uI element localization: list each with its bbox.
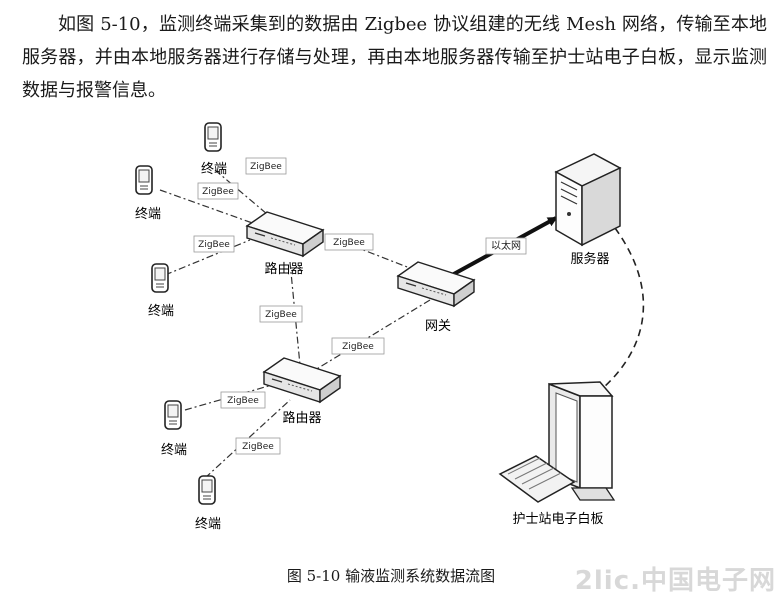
router-upper-label: 路由器	[264, 261, 303, 277]
terminal-left-lower: 终端	[161, 400, 187, 458]
zigbee-label-7-text: ZigBee	[227, 396, 259, 406]
gateway: 网关	[397, 261, 475, 334]
server-to-whiteboard-link	[594, 227, 645, 396]
zigbee-label-1-text: ZigBee	[250, 162, 282, 172]
server-icon: 服务器	[554, 153, 622, 267]
zigbee-label-1: ZigBee	[245, 157, 287, 175]
keyboard-icon: 护士站电子白板	[498, 455, 604, 527]
ethernet-label-text: 以太网	[491, 239, 521, 252]
whiteboard-monitor-icon	[548, 381, 616, 501]
zigbee-label-8-text: ZigBee	[242, 442, 274, 452]
zigbee-label-3-text: ZigBee	[198, 240, 230, 250]
body-paragraph: 如图 5-10，监测终端采集到的数据由 Zigbee 协议组建的无线 Mesh …	[22, 14, 767, 101]
zigbee-label-4: ZigBee	[324, 233, 374, 251]
zigbee-label-5-text: ZigBee	[265, 310, 297, 320]
terminal-top-label: 终端	[201, 161, 227, 177]
terminal-bottom: 终端	[195, 475, 221, 532]
ethernet-label: 以太网	[485, 237, 527, 255]
zigbee-label-6: ZigBee	[331, 337, 385, 355]
whiteboard-label: 护士站电子白板	[512, 511, 603, 527]
zigbee-label-2: ZigBee	[197, 182, 239, 200]
router-upper: 路由器	[246, 211, 324, 277]
terminal-top: 终端	[201, 122, 227, 177]
terminal-left-upper: 终端	[135, 165, 161, 222]
gateway-label: 网关	[425, 319, 451, 334]
terminal-left-middle-label: 终端	[148, 303, 174, 319]
zigbee-links	[159, 169, 431, 479]
terminal-left-upper-label: 终端	[135, 206, 161, 222]
zigbee-label-2-text: ZigBee	[202, 187, 234, 197]
terminal-bottom-label: 终端	[195, 516, 221, 532]
server-label: 服务器	[570, 251, 609, 267]
zigbee-label-4-text: ZigBee	[333, 238, 365, 248]
zigbee-label-6-text: ZigBee	[342, 342, 374, 352]
router-lower-label: 路由器	[282, 410, 321, 426]
zigbee-label-5: ZigBee	[259, 305, 303, 323]
zigbee-label-7: ZigBee	[220, 391, 266, 409]
zigbee-label-8: ZigBee	[235, 437, 281, 455]
router-lower: 路由器	[263, 357, 341, 426]
terminal-left-lower-label: 终端	[161, 442, 187, 458]
figure-caption: 图 5-10 输液监测系统数据流图	[286, 567, 496, 585]
terminal-left-middle: 终端	[148, 263, 174, 319]
zigbee-label-3: ZigBee	[193, 235, 235, 253]
data-flow-diagram: 终端 终端 终端 终端 终端 路由器 路由器 网关 服务器	[135, 122, 645, 532]
watermark: 2lic.中国电子网	[574, 566, 776, 596]
